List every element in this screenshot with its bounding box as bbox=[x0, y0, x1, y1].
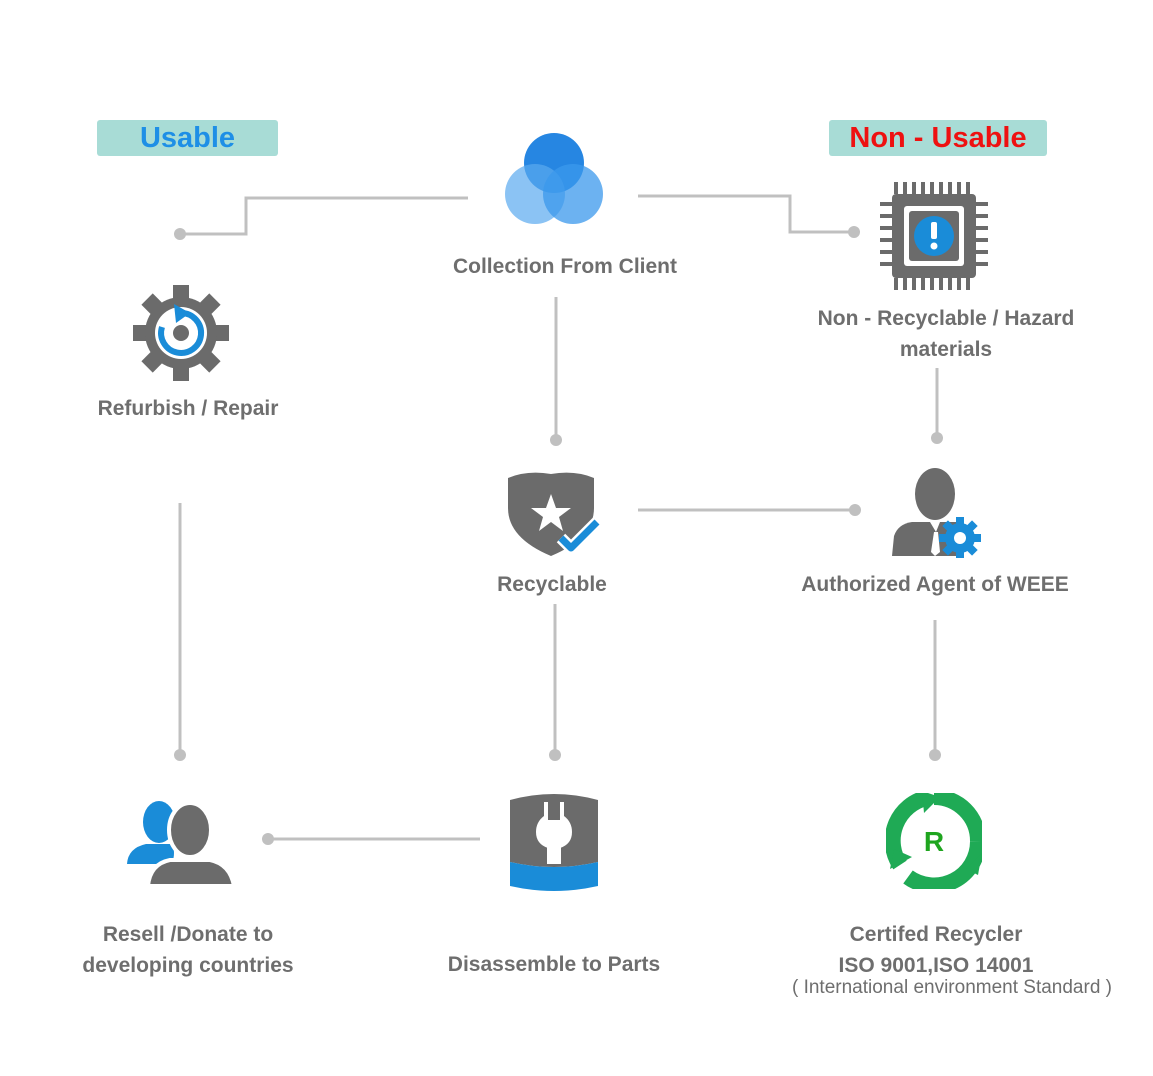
refurbish-label: Refurbish / Repair bbox=[97, 397, 279, 420]
disassemble-label: Disassemble to Parts bbox=[447, 953, 661, 976]
hazard-label: Non - Recyclable / Hazard materials bbox=[817, 307, 1075, 361]
connector-dot bbox=[262, 833, 274, 845]
circles-icon bbox=[505, 133, 603, 224]
collection-label: Collection From Client bbox=[452, 255, 677, 278]
usable-badge: Usable bbox=[97, 120, 278, 156]
recycle-logo-letter: R bbox=[924, 826, 944, 857]
users-icon bbox=[127, 801, 236, 888]
non-usable-badge: Non - Usable bbox=[829, 120, 1047, 156]
connector-dot bbox=[549, 749, 561, 761]
resell-label: Resell /Donate to developing countries bbox=[82, 923, 294, 977]
person-gear-icon bbox=[892, 468, 981, 558]
connector-collection-to-hazard bbox=[638, 194, 854, 234]
connector-dot bbox=[848, 226, 860, 238]
connector-dot bbox=[849, 504, 861, 516]
chip-alert-icon bbox=[880, 182, 988, 290]
certified-note: ( International environment Standard ) bbox=[791, 977, 1112, 998]
connector-dot bbox=[929, 749, 941, 761]
connector-dot bbox=[174, 228, 186, 240]
certified-label: Certifed Recycler ISO 9001,ISO 14001 bbox=[838, 923, 1034, 977]
shield-star-check-icon bbox=[508, 472, 602, 556]
non-usable-badge-label: Non - Usable bbox=[849, 121, 1027, 154]
wrench-box-icon bbox=[510, 794, 598, 891]
connector-dot bbox=[931, 432, 943, 444]
recyclable-label: Recyclable bbox=[497, 573, 607, 596]
connector-dot bbox=[174, 749, 186, 761]
usable-badge-label: Usable bbox=[139, 121, 236, 154]
connector-dot bbox=[550, 434, 562, 446]
recycle-r-icon: R bbox=[886, 793, 982, 889]
agent-label: Authorized Agent of WEEE bbox=[801, 573, 1069, 596]
gear-refresh-icon bbox=[133, 285, 229, 381]
connector-collection-to-refurbish bbox=[180, 196, 468, 236]
